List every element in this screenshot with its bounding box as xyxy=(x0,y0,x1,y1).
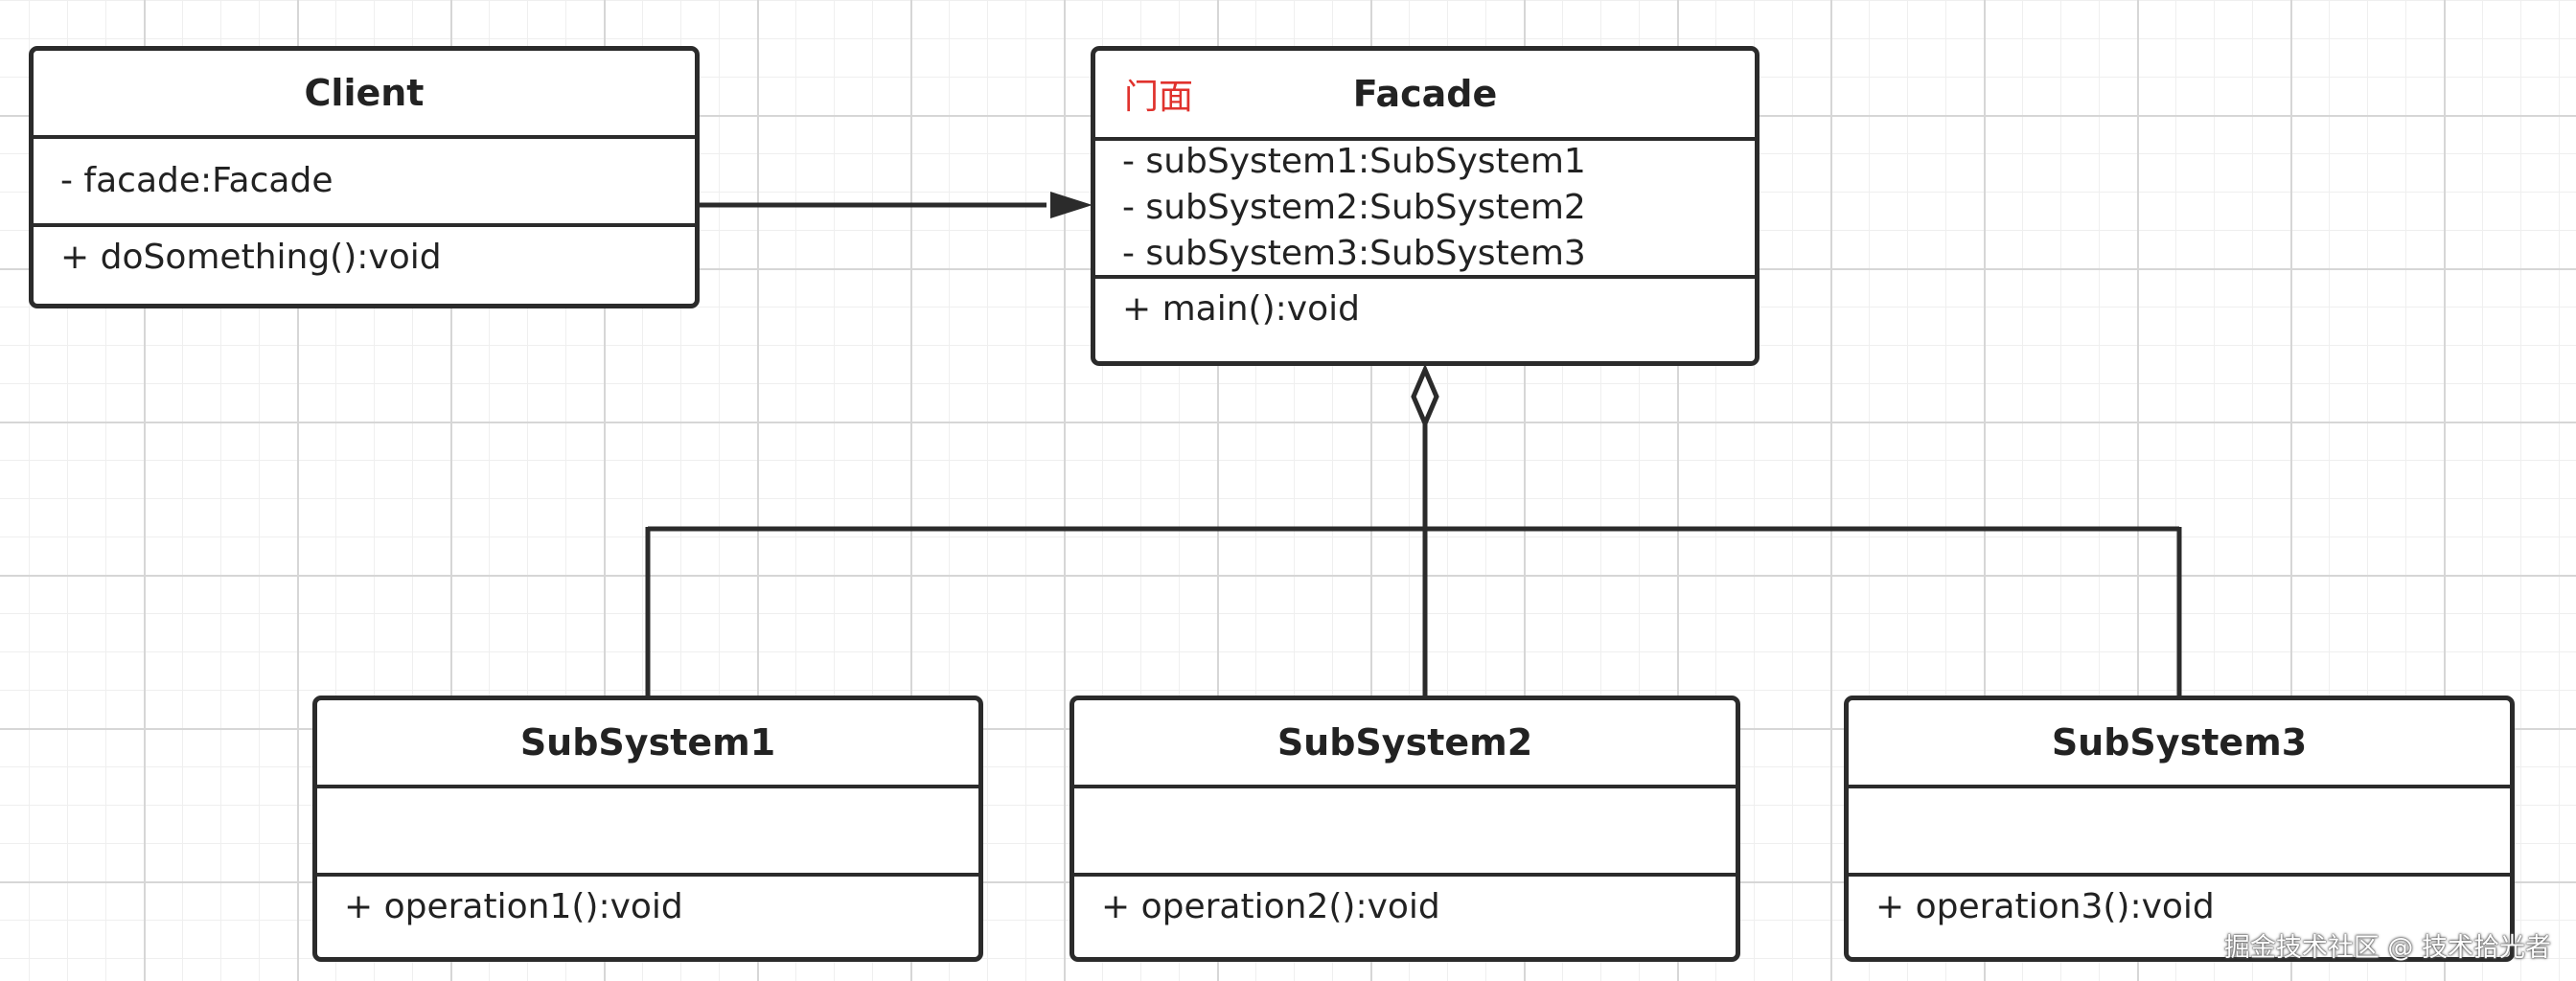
subsystem2-methods-section: + operation2():void xyxy=(1074,877,1736,938)
subsystem1-attributes-section xyxy=(317,788,978,877)
subsystem2-class-box[interactable]: SubSystem2 + operation2():void xyxy=(1070,696,1740,962)
facade-attribute-subsystem3: - subSystem3:SubSystem3 xyxy=(1122,234,1586,273)
client-method-dosomething: + doSomething():void xyxy=(60,238,442,277)
client-class-title: Client xyxy=(34,51,695,139)
aggregation-diamond xyxy=(1411,363,1439,430)
subsystem3-methods-section: + operation3():void xyxy=(1849,877,2510,938)
subsystem3-attributes-section xyxy=(1849,788,2510,877)
watermark-text: 掘金技术社区 @ 技术拾光者 xyxy=(2223,933,2551,963)
subsystem1-class-box[interactable]: SubSystem1 + operation1():void xyxy=(312,696,983,962)
client-methods-section: + doSomething():void xyxy=(34,227,695,288)
facade-class-box[interactable]: 门面 Facade - subSystem1:SubSystem1 - subS… xyxy=(1091,46,1760,366)
facade-method-main: + main():void xyxy=(1122,289,1360,329)
subsystem2-attributes-section xyxy=(1074,788,1736,877)
subsystem2-method-operation2: + operation2():void xyxy=(1101,887,1440,926)
client-attributes-section: - facade:Facade xyxy=(34,139,695,227)
facade-attribute-subsystem1: - subSystem1:SubSystem1 xyxy=(1122,142,1586,181)
subsystem1-class-title: SubSystem1 xyxy=(317,700,978,788)
facade-methods-section: + main():void xyxy=(1095,279,1755,340)
client-attribute-facade: - facade:Facade xyxy=(60,161,334,200)
facade-tag-label: 门面 xyxy=(1124,78,1194,117)
subsystem3-class-title: SubSystem3 xyxy=(1849,700,2510,788)
subsystem3-class-box[interactable]: SubSystem3 + operation3():void xyxy=(1844,696,2515,962)
facade-attributes-section: - subSystem1:SubSystem1 - subSystem2:Sub… xyxy=(1095,141,1755,279)
subsystem3-method-operation3: + operation3():void xyxy=(1875,887,2215,926)
subsystem1-method-operation1: + operation1():void xyxy=(344,887,683,926)
association-arrowhead xyxy=(1050,192,1092,218)
facade-class-title: Facade xyxy=(1352,73,1498,115)
subsystem2-class-title: SubSystem2 xyxy=(1074,700,1736,788)
client-class-box[interactable]: Client - facade:Facade + doSomething():v… xyxy=(29,46,700,308)
facade-attribute-subsystem2: - subSystem2:SubSystem2 xyxy=(1122,188,1586,227)
subsystem1-methods-section: + operation1():void xyxy=(317,877,978,938)
facade-class-header: 门面 Facade xyxy=(1095,51,1755,141)
